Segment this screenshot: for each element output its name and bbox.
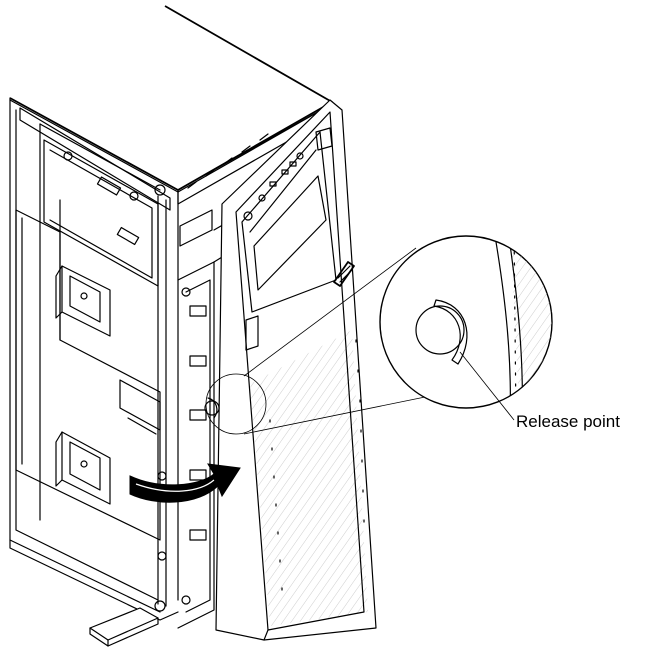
release-point-leader	[459, 351, 515, 421]
model-badge	[245, 315, 259, 351]
magnified-knob-icon	[415, 305, 465, 355]
chassis-left-edge	[9, 99, 161, 613]
rotation-arrow-icon	[129, 463, 241, 503]
release-point-label: Release point	[516, 412, 620, 431]
bezel-window	[253, 175, 327, 291]
front-bezel	[204, 99, 377, 641]
release-point-highlight	[205, 373, 267, 435]
bezel-ventilation-area	[250, 330, 368, 626]
power-button-icon	[243, 211, 253, 221]
chassis-top-cover	[9, 5, 333, 191]
server-chassis	[9, 5, 333, 647]
bezel-latch-grip	[333, 261, 355, 287]
chassis-foot	[89, 607, 159, 641]
latch-bracket-upper	[55, 265, 111, 337]
latch-bracket-lower	[55, 431, 111, 505]
chassis-top-rail	[19, 107, 171, 211]
release-point-knob-icon	[204, 400, 220, 416]
drive-cage-upper	[43, 139, 159, 287]
